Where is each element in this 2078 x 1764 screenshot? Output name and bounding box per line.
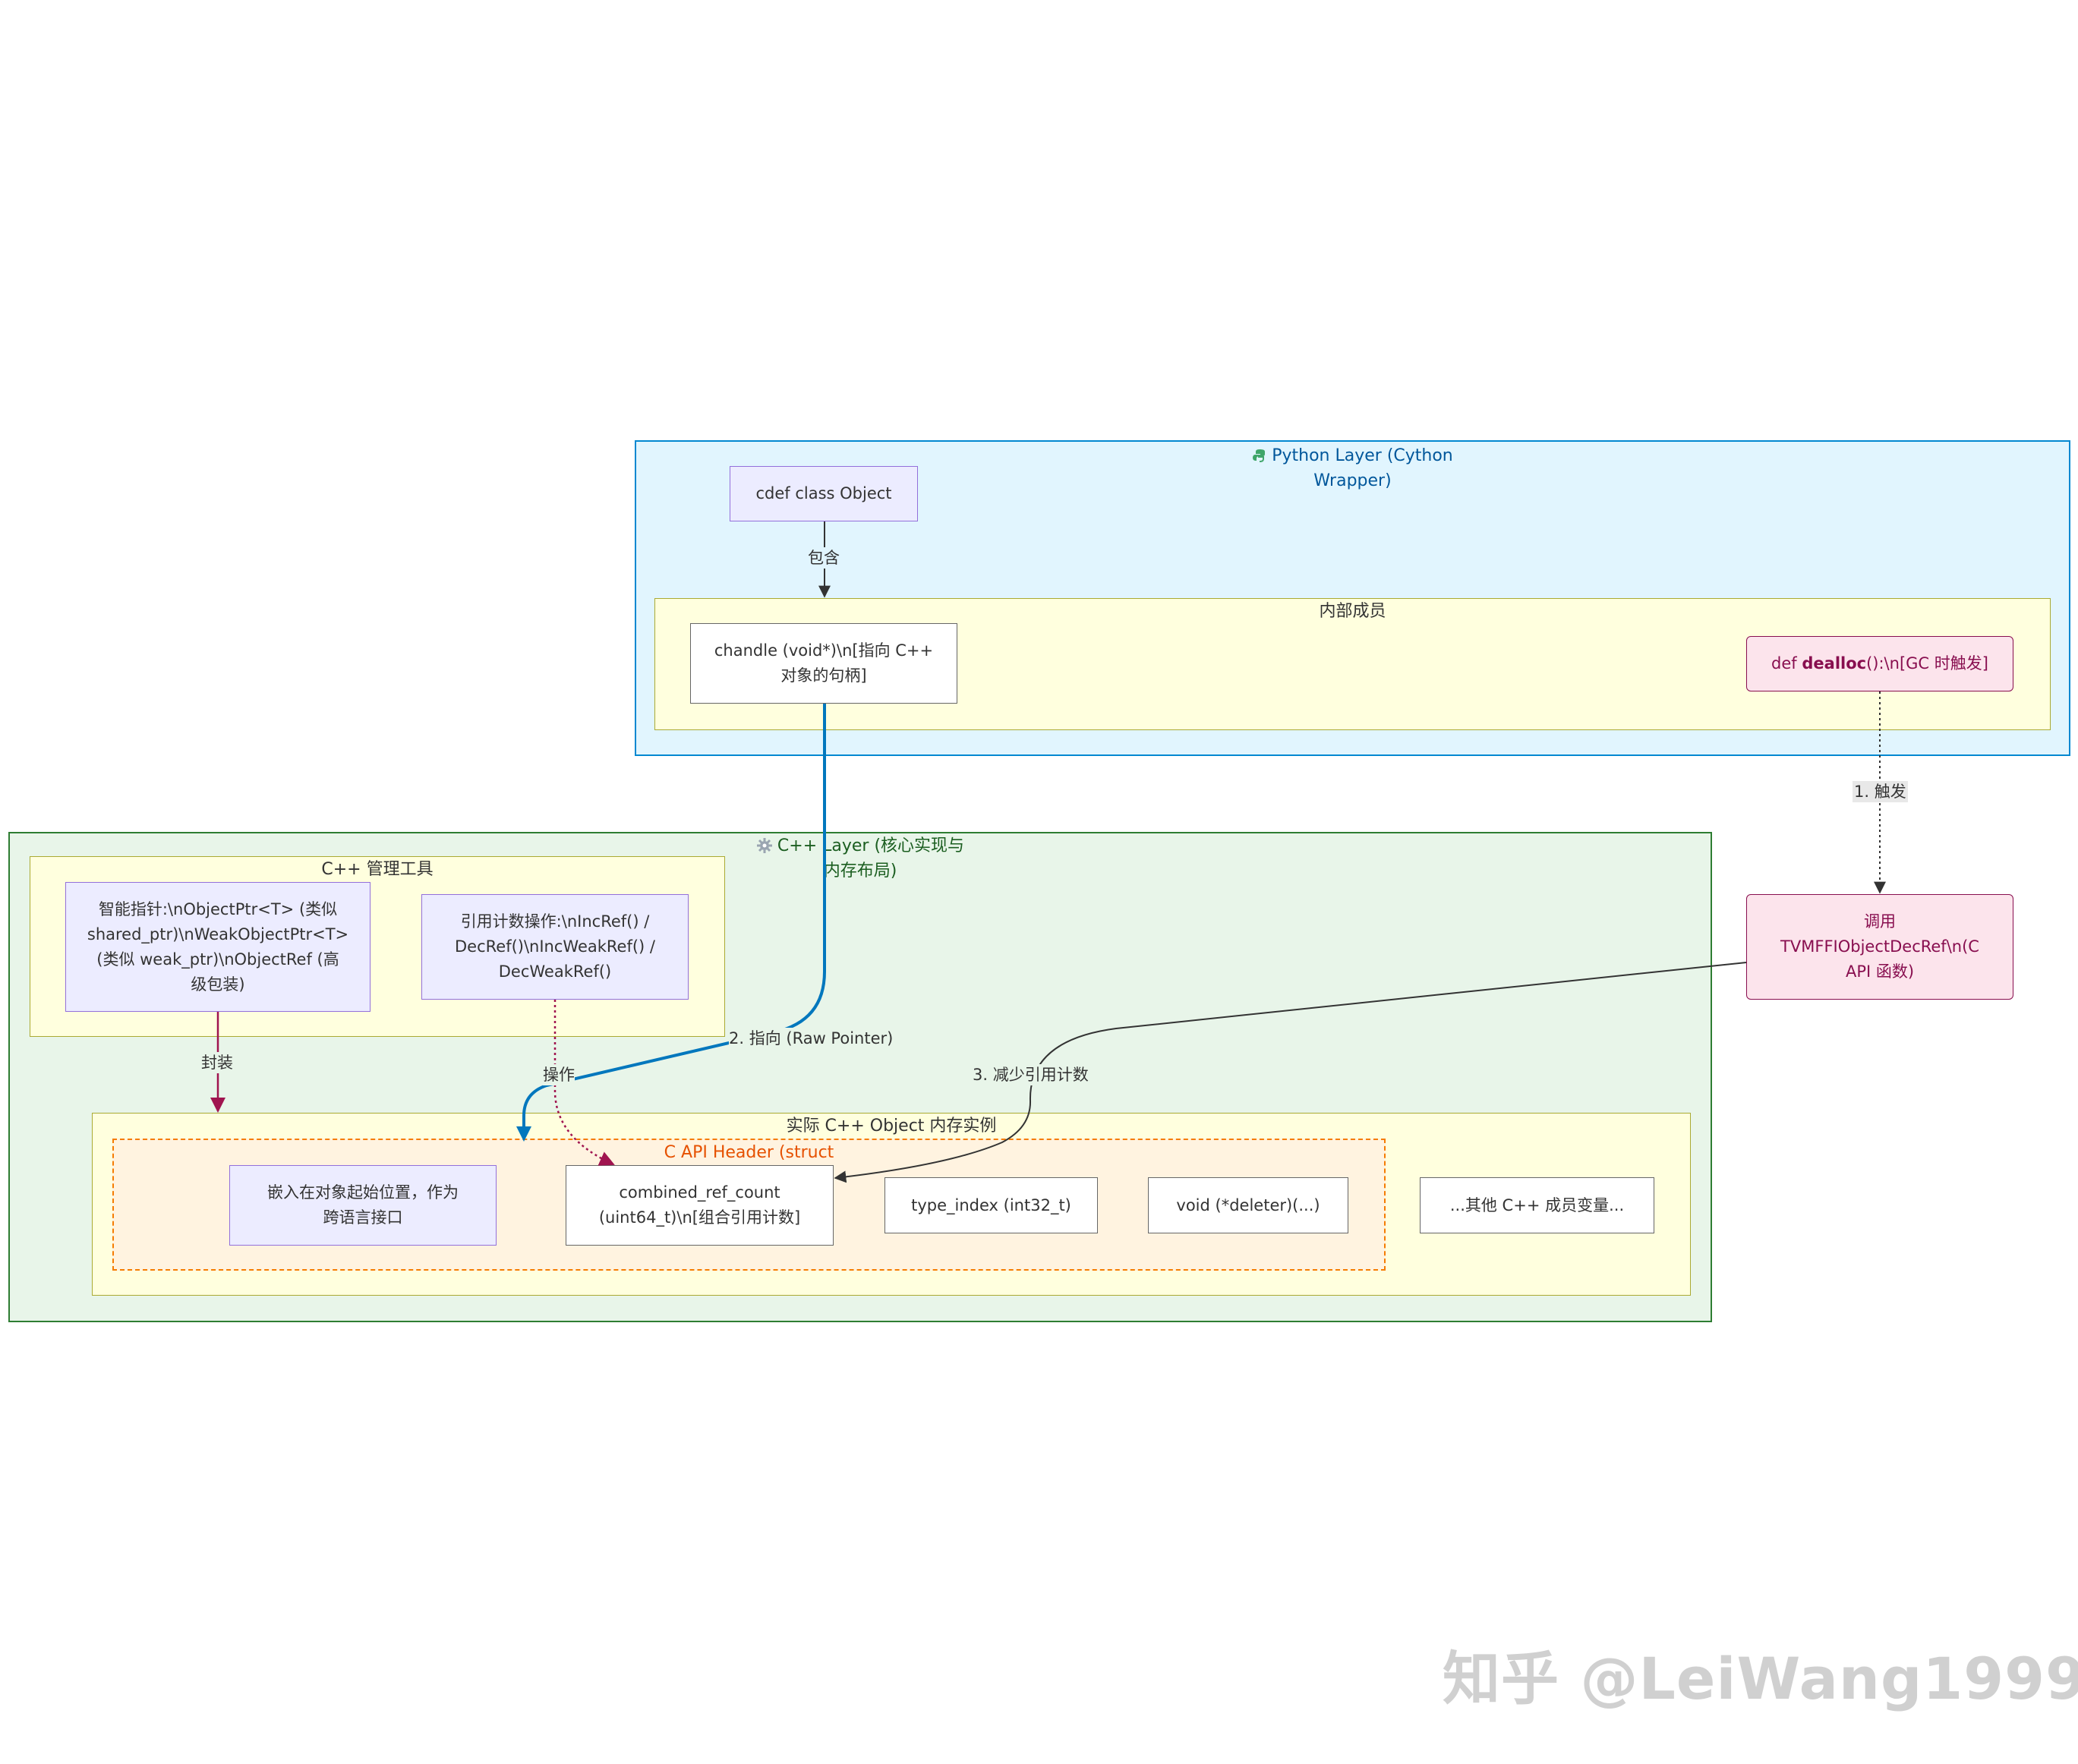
c-api-header-title: C API Header (struct xyxy=(664,1143,834,1162)
cdef-class-label: cdef class Object xyxy=(755,484,892,502)
chandle-node: chandle (void*)\n[指向 C++ 对象的句柄] xyxy=(690,623,957,704)
edge-label-decrement: 3. 减少引用计数 xyxy=(973,1064,1089,1085)
gear-icon xyxy=(756,836,773,853)
other-members-label: ...其他 C++ 成员变量... xyxy=(1449,1195,1625,1214)
edge-label-contains: 包含 xyxy=(808,547,840,569)
python-icon xyxy=(1252,446,1267,462)
dealloc-keyword: dealloc xyxy=(1802,654,1867,673)
tvm-decref-node: 调用 TVMFFIObjectDecRef\n(C API 函数) xyxy=(1746,894,2013,1000)
dealloc-label: def dealloc():\n[GC 时触发] xyxy=(1771,651,1988,676)
deleter-label: void (*deleter)(...) xyxy=(1176,1195,1320,1214)
embed-note-node: 嵌入在对象起始位置，作为 跨语言接口 xyxy=(229,1165,497,1246)
smart-ptr-node: 智能指针:\nObjectPtr<T> (类似 shared_ptr)\nWea… xyxy=(65,882,371,1012)
edge-label-points-to: 2. 指向 (Raw Pointer) xyxy=(729,1028,894,1049)
embed-note-label: 嵌入在对象起始位置，作为 跨语言接口 xyxy=(267,1183,459,1227)
edge-label-operate: 操作 xyxy=(543,1064,575,1085)
edge-label-wrap: 封装 xyxy=(201,1052,233,1073)
edge-decrement xyxy=(834,962,1747,1183)
cpp-tools-title: C++ 管理工具 xyxy=(321,860,434,879)
edge-operate xyxy=(553,1000,615,1166)
type-index-label: type_index (int32_t) xyxy=(911,1195,1071,1214)
tvm-decref-label: 调用 TVMFFIObjectDecRef\n(C API 函数) xyxy=(1780,912,1979,981)
smart-ptr-label: 智能指针:\nObjectPtr<T> (类似 shared_ptr)\nWea… xyxy=(87,899,349,994)
combined-ref-label: combined_ref_count (uint64_t)\n[组合引用计数] xyxy=(598,1183,801,1227)
python-layer-title-text: Python Layer (Cython Wrapper) xyxy=(1272,446,1453,490)
cpp-object-title: 实际 C++ Object 内存实例 xyxy=(786,1117,997,1136)
dealloc-node: def dealloc():\n[GC 时触发] xyxy=(1746,636,2013,691)
refcount-ops-label: 引用计数操作:\nIncRef() / DecRef()\nIncWeakRef… xyxy=(455,912,655,981)
type-index-node: type_index (int32_t) xyxy=(884,1177,1098,1233)
cpp-layer-title-text: C++ Layer (核心实现与 内存布局) xyxy=(777,836,965,880)
watermark: 知乎 @LeiWang1999 xyxy=(1443,1645,2078,1712)
refcount-ops-node: 引用计数操作:\nIncRef() / DecRef()\nIncWeakRef… xyxy=(421,894,689,1000)
internal-members-title: 内部成员 xyxy=(1319,602,1386,621)
cpp-layer-title: C++ Layer (核心实现与 内存布局) xyxy=(10,833,1711,884)
other-members-node: ...其他 C++ 成员变量... xyxy=(1420,1177,1654,1233)
deleter-node: void (*deleter)(...) xyxy=(1148,1177,1348,1233)
dealloc-suffix: ():\n[GC 时触发] xyxy=(1866,654,1988,673)
edge-label-trigger: 1. 触发 xyxy=(1853,781,1908,802)
python-layer-title: Python Layer (Cython Wrapper) xyxy=(636,443,2069,493)
dealloc-prefix: def xyxy=(1771,654,1802,673)
combined-ref-node: combined_ref_count (uint64_t)\n[组合引用计数] xyxy=(566,1165,834,1246)
cdef-class-node: cdef class Object xyxy=(730,466,918,521)
chandle-label: chandle (void*)\n[指向 C++ 对象的句柄] xyxy=(714,641,934,685)
